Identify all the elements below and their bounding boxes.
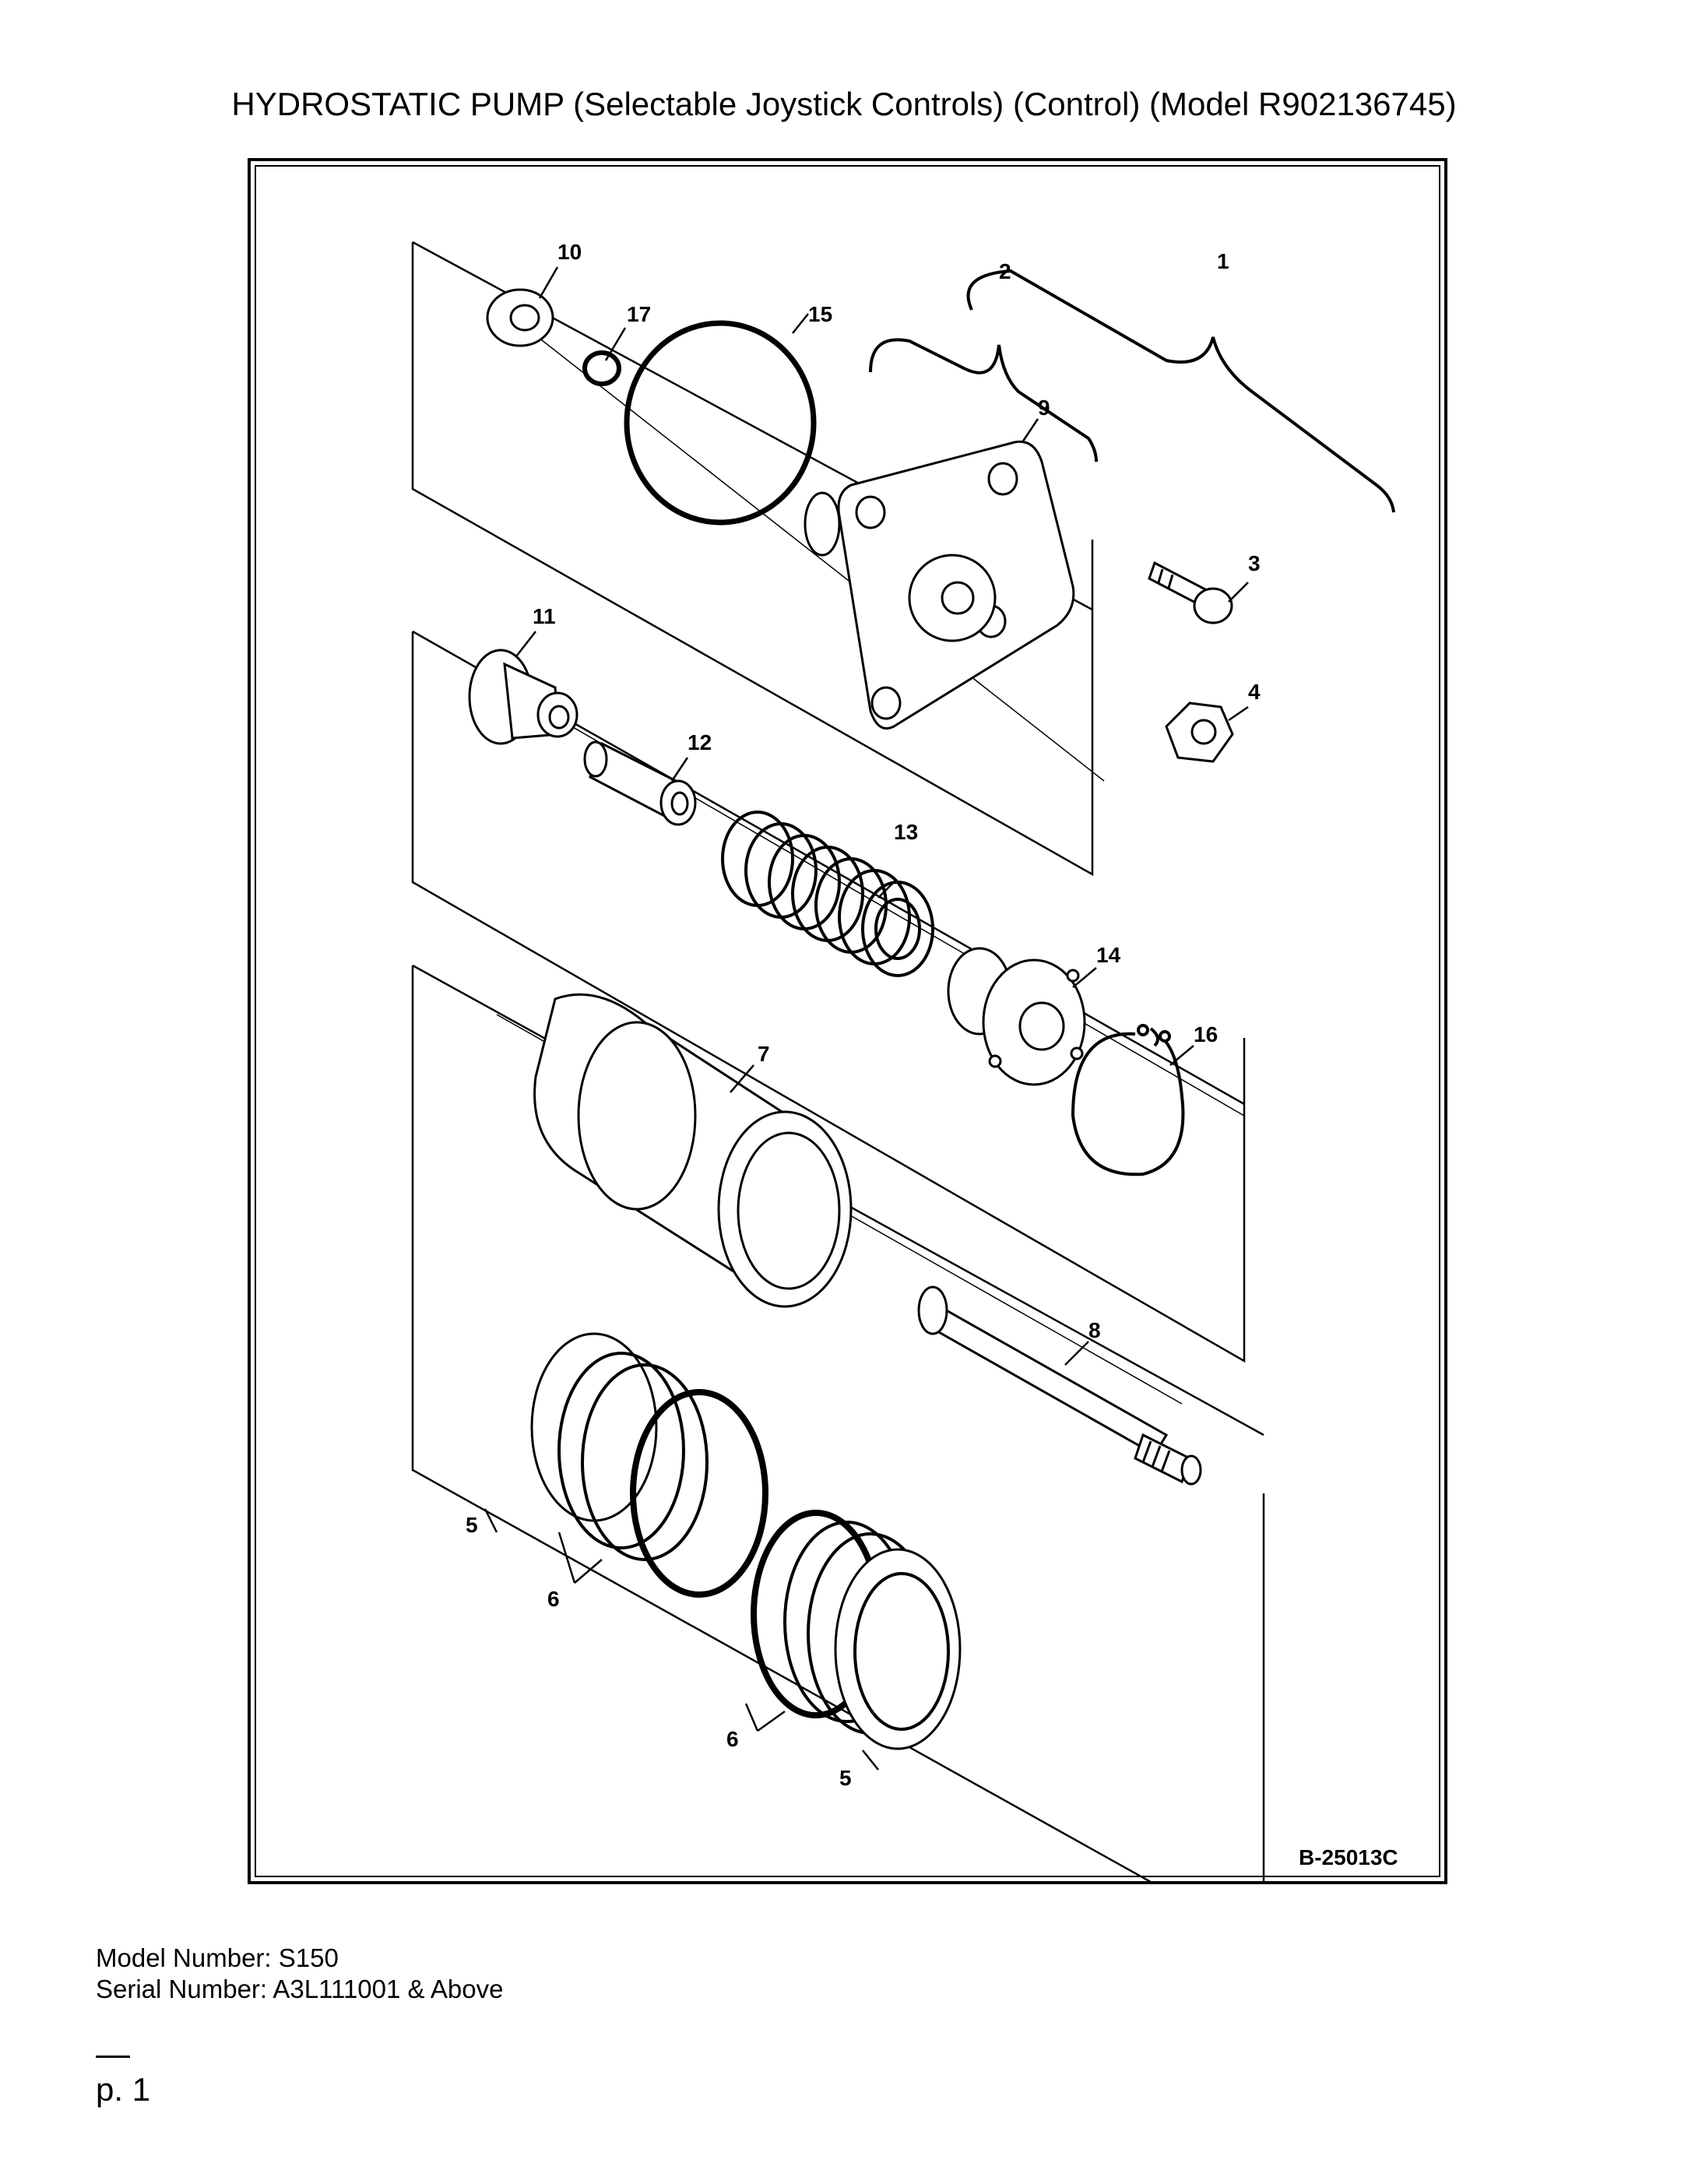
svg-text:5: 5: [839, 1766, 852, 1790]
svg-text:13: 13: [894, 820, 918, 844]
drawing-code: B-25013C: [1299, 1845, 1398, 1869]
svg-text:17: 17: [627, 302, 651, 326]
serial-number: Serial Number: A3L111001 & Above: [96, 1975, 504, 2003]
page-rule: [96, 2056, 130, 2058]
svg-text:4: 4: [1248, 680, 1261, 704]
svg-text:9: 9: [1038, 396, 1050, 420]
model-number: Model Number: S150: [96, 1943, 339, 1972]
part-4-nut: [1165, 702, 1234, 763]
page-title: HYDROSTATIC PUMP (Selectable Joystick Co…: [231, 86, 1457, 122]
svg-text:1: 1: [1217, 249, 1229, 273]
bracket-1: [966, 269, 1395, 513]
svg-text:16: 16: [1194, 1022, 1218, 1046]
svg-text:3: 3: [1248, 551, 1261, 575]
svg-text:12: 12: [688, 730, 712, 754]
parts-diagram: 1 2 3 4 5 6 6 5 7 8 9 10 11 12 13 14 15 …: [248, 158, 1447, 1884]
part-12-sleeve: [583, 740, 697, 826]
part-7-sleeve: [533, 993, 853, 1308]
svg-text:5: 5: [466, 1513, 478, 1537]
svg-text:11: 11: [533, 604, 556, 628]
svg-text:15: 15: [808, 302, 832, 326]
part-16-snapring: [1071, 1024, 1185, 1176]
svg-text:14: 14: [1096, 943, 1121, 967]
part-5-6-left: [530, 1332, 768, 1598]
svg-text:6: 6: [547, 1587, 560, 1611]
part-8-shaft: [917, 1285, 1202, 1486]
part-5-6-right: [751, 1510, 962, 1750]
bracket-2: [869, 338, 1098, 462]
part-14-cap: [947, 947, 1086, 1086]
part-9-cover: [804, 440, 1075, 730]
callout-numbers: 1 2 3 4 5 6 6 5 7 8 9 10 11 12 13 14 15 …: [466, 240, 1261, 1790]
part-3-bolt: [1148, 561, 1233, 624]
svg-text:7: 7: [758, 1042, 770, 1066]
svg-text:10: 10: [557, 240, 582, 264]
leader-lines: [484, 266, 1249, 1771]
part-10-washer: [486, 288, 554, 347]
frame-inner: [255, 165, 1440, 1877]
svg-text:2: 2: [999, 259, 1011, 283]
part-17-oring: [582, 350, 621, 386]
page-number: p. 1: [96, 2071, 151, 2108]
part-13-spring: [721, 811, 934, 977]
part-15-oring: [624, 320, 817, 526]
frame-outer: [248, 158, 1447, 1884]
svg-text:6: 6: [726, 1727, 739, 1751]
part-11-plug: [468, 649, 578, 745]
svg-text:8: 8: [1088, 1318, 1101, 1342]
